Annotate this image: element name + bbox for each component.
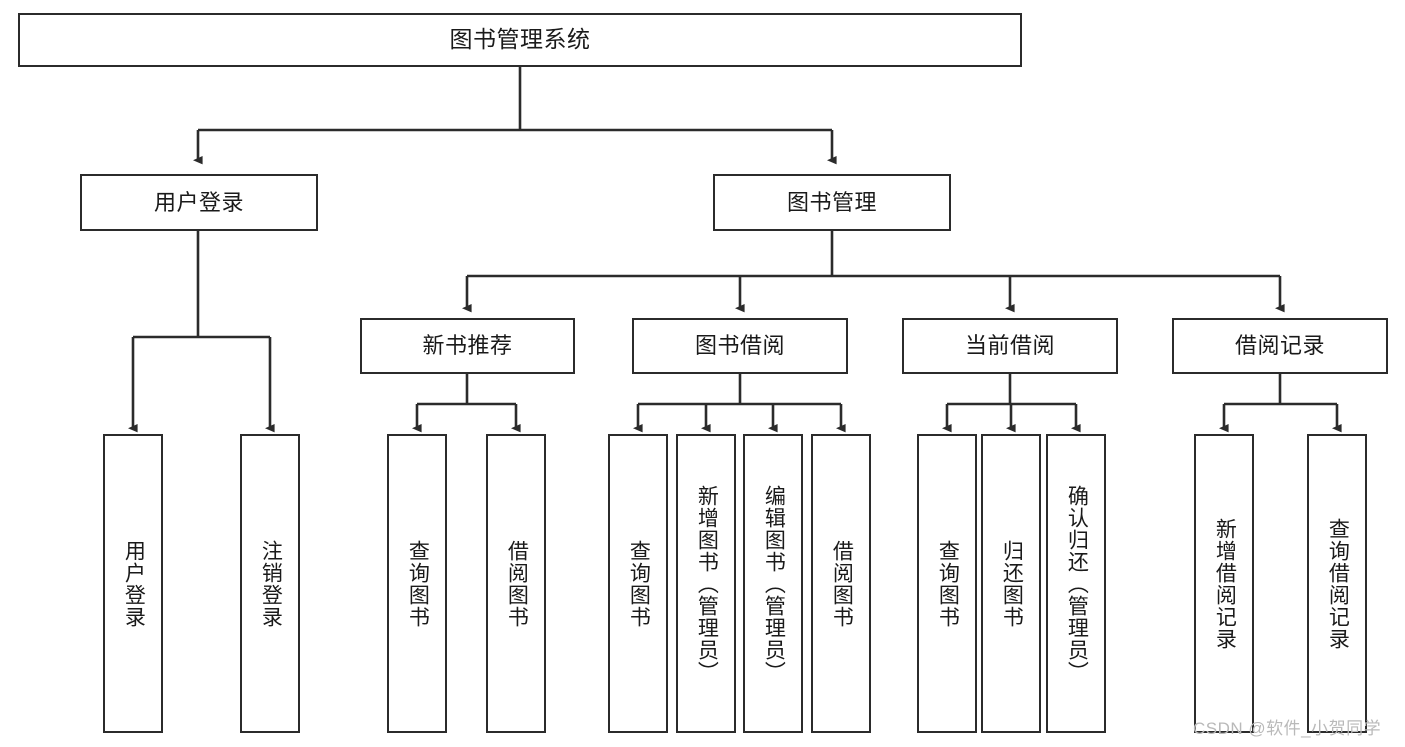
leaf-label: 借阅图书 <box>505 539 529 628</box>
leaf-add-book-admin[interactable]: 新增图书（管理员） <box>676 434 736 733</box>
leaf-label: 查询图书 <box>627 539 651 628</box>
node-book-management[interactable]: 图书管理 <box>713 174 951 231</box>
leaf-label: 编辑图书（管理员） <box>762 484 786 683</box>
leaf-label: 注销登录 <box>259 539 283 628</box>
leaf-edit-book-admin[interactable]: 编辑图书（管理员） <box>743 434 803 733</box>
node-current-borrow[interactable]: 当前借阅 <box>902 318 1118 374</box>
leaf-label: 新增图书（管理员） <box>695 484 719 683</box>
leaf-label: 查询图书 <box>406 539 430 628</box>
leaf-borrow-book-recommend[interactable]: 借阅图书 <box>486 434 546 733</box>
node-root-book-management-system[interactable]: 图书管理系统 <box>18 13 1022 67</box>
leaf-query-book-recommend[interactable]: 查询图书 <box>387 434 447 733</box>
leaf-borrow-book[interactable]: 借阅图书 <box>811 434 871 733</box>
leaf-label: 借阅图书 <box>830 539 854 628</box>
leaf-label: 新增借阅记录 <box>1213 517 1237 650</box>
leaf-query-book-borrow[interactable]: 查询图书 <box>608 434 668 733</box>
leaf-query-book-current[interactable]: 查询图书 <box>917 434 977 733</box>
leaf-user-login[interactable]: 用户登录 <box>103 434 163 733</box>
leaf-label: 归还图书 <box>1000 539 1024 628</box>
leaf-label: 查询图书 <box>936 539 960 628</box>
leaf-label: 查询借阅记录 <box>1326 517 1350 650</box>
leaf-label: 确认归还（管理员） <box>1065 484 1089 683</box>
node-borrow-record[interactable]: 借阅记录 <box>1172 318 1388 374</box>
node-book-borrow[interactable]: 图书借阅 <box>632 318 848 374</box>
node-new-book-recommend[interactable]: 新书推荐 <box>360 318 575 374</box>
csdn-watermark: CSDN @软件_小贺同学 <box>1193 719 1382 738</box>
leaf-confirm-return-admin[interactable]: 确认归还（管理员） <box>1046 434 1106 733</box>
leaf-label: 用户登录 <box>122 539 146 628</box>
leaf-logout[interactable]: 注销登录 <box>240 434 300 733</box>
leaf-add-borrow-record[interactable]: 新增借阅记录 <box>1194 434 1254 733</box>
leaf-return-book[interactable]: 归还图书 <box>981 434 1041 733</box>
leaf-query-borrow-record[interactable]: 查询借阅记录 <box>1307 434 1367 733</box>
node-user-login[interactable]: 用户登录 <box>80 174 318 231</box>
